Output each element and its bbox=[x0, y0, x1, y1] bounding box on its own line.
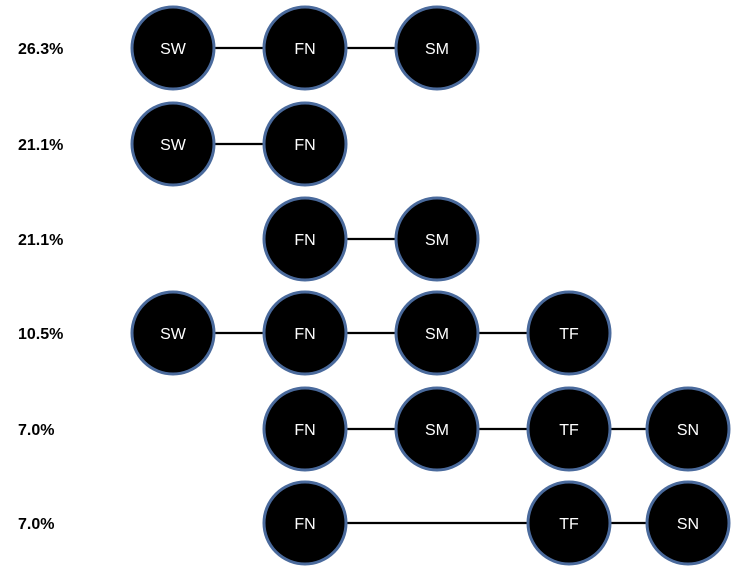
row-percentage: 21.1% bbox=[18, 137, 63, 154]
node-sm: SM bbox=[394, 290, 480, 376]
node-label: FN bbox=[294, 516, 315, 533]
node-sm: SM bbox=[394, 386, 480, 472]
node-fn: FN bbox=[262, 101, 348, 187]
node-circle bbox=[526, 290, 612, 376]
node-label: FN bbox=[294, 137, 315, 154]
row-percentage: 21.1% bbox=[18, 232, 63, 249]
node-circle bbox=[526, 480, 612, 566]
pathway-row: 7.0% FN SM TF SN bbox=[18, 386, 731, 472]
node-circle bbox=[394, 386, 480, 472]
node-fn: FN bbox=[262, 5, 348, 91]
node-label: SM bbox=[425, 422, 449, 439]
node-circle bbox=[262, 5, 348, 91]
node-circle bbox=[130, 290, 216, 376]
row-percentage: 10.5% bbox=[18, 326, 63, 343]
pathway-row: 21.1% FN SM bbox=[18, 196, 480, 282]
node-circle bbox=[394, 5, 480, 91]
node-label: TF bbox=[559, 326, 579, 343]
node-circle bbox=[262, 480, 348, 566]
node-circle bbox=[262, 101, 348, 187]
node-label: TF bbox=[559, 422, 579, 439]
node-label: SW bbox=[160, 326, 187, 343]
node-sw: SW bbox=[130, 290, 216, 376]
node-label: SW bbox=[160, 137, 187, 154]
node-label: FN bbox=[294, 326, 315, 343]
node-label: SM bbox=[425, 41, 449, 58]
row-percentage: 7.0% bbox=[18, 516, 54, 533]
node-tf: TF bbox=[526, 480, 612, 566]
node-fn: FN bbox=[262, 196, 348, 282]
node-circle bbox=[645, 480, 731, 566]
node-circle bbox=[394, 290, 480, 376]
node-sw: SW bbox=[130, 101, 216, 187]
node-sn: SN bbox=[645, 480, 731, 566]
pathway-row: 7.0% FN TF SN bbox=[18, 480, 731, 566]
node-circle bbox=[130, 101, 216, 187]
node-tf: TF bbox=[526, 386, 612, 472]
pathway-row: 10.5% SW FN SM TF bbox=[18, 290, 612, 376]
node-sm: SM bbox=[394, 5, 480, 91]
node-circle bbox=[645, 386, 731, 472]
pathway-row: 26.3% SW FN SM bbox=[18, 5, 480, 91]
node-fn: FN bbox=[262, 480, 348, 566]
row-percentage: 26.3% bbox=[18, 41, 63, 58]
node-circle bbox=[130, 5, 216, 91]
row-percentage: 7.0% bbox=[18, 422, 54, 439]
node-tf: TF bbox=[526, 290, 612, 376]
node-label: FN bbox=[294, 41, 315, 58]
node-label: FN bbox=[294, 422, 315, 439]
node-sm: SM bbox=[394, 196, 480, 282]
node-sw: SW bbox=[130, 5, 216, 91]
pathway-row: 21.1% SW FN bbox=[18, 101, 348, 187]
node-circle bbox=[262, 386, 348, 472]
node-label: SM bbox=[425, 232, 449, 249]
node-circle bbox=[394, 196, 480, 282]
node-fn: FN bbox=[262, 290, 348, 376]
node-label: SM bbox=[425, 326, 449, 343]
node-circle bbox=[526, 386, 612, 472]
node-circle bbox=[262, 290, 348, 376]
node-label: TF bbox=[559, 516, 579, 533]
node-circle bbox=[262, 196, 348, 282]
node-label: SN bbox=[677, 516, 699, 533]
node-label: FN bbox=[294, 232, 315, 249]
node-label: SN bbox=[677, 422, 699, 439]
node-sn: SN bbox=[645, 386, 731, 472]
node-label: SW bbox=[160, 41, 187, 58]
node-fn: FN bbox=[262, 386, 348, 472]
